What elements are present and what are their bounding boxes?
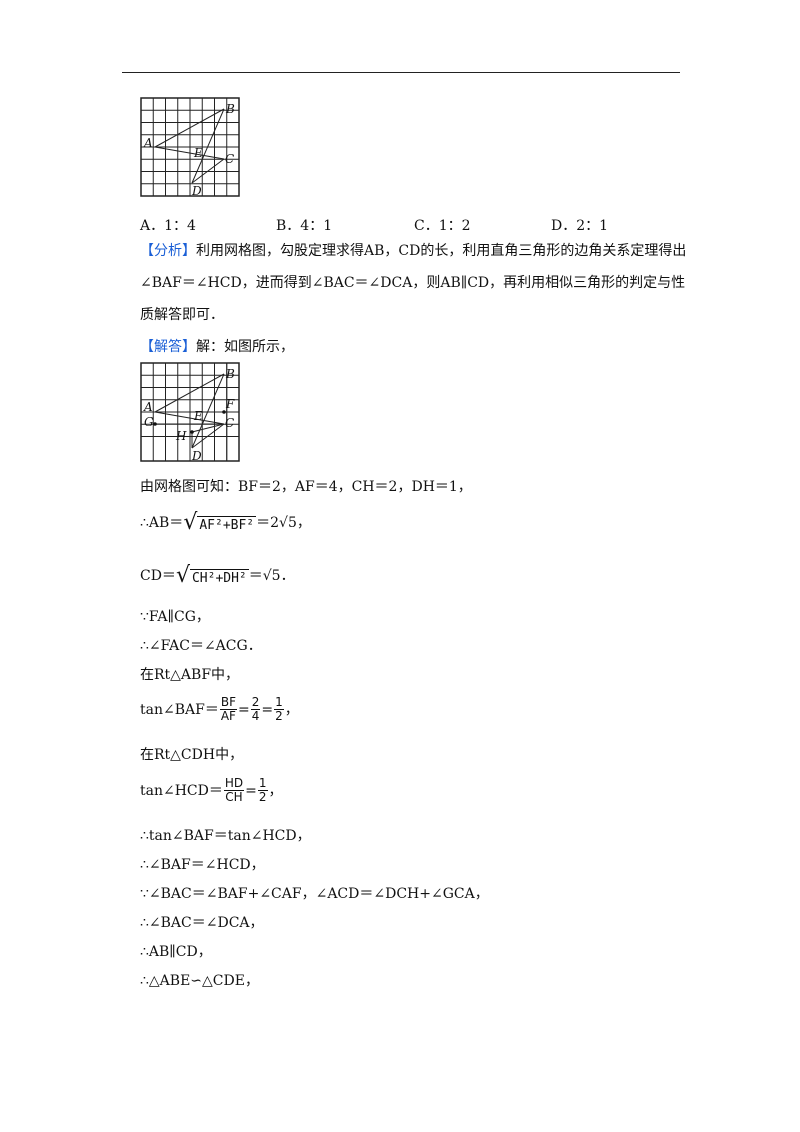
label2-A: A [143,400,153,414]
step-ab-length: ∴AB＝ √AF²+BF² ＝2√5， [140,512,311,534]
step-rt-abf: 在Rt△ABF中， [140,667,240,683]
step-ab-suffix: ＝2√5， [256,515,311,531]
frac-num: 2 [250,695,261,711]
frac-den: CH [225,790,243,805]
comma: ， [284,701,299,718]
sqrt-cd: √CH²+DH² [175,563,249,588]
option-c[interactable]: C．1：2 [414,218,471,234]
label-B: B [225,102,235,116]
analysis-text-1: 利用网格图，勾股定理求得AB，CD的长，利用直角三角形的边角关系定理得出 [196,243,687,259]
frac-num: 1 [257,776,268,792]
frac-num: BF [219,695,237,711]
option-d[interactable]: D．2：1 [551,218,609,234]
solution-header: 【解答】解：如图所示， [140,340,294,354]
step-ab-prefix: ∴AB＝ [140,515,184,531]
step-rt-cdh: 在Rt△CDH中， [140,747,244,763]
label2-G: G [144,415,154,429]
step-bac-dca: ∴∠BAC＝∠DCA， [140,915,264,931]
label-E: E [193,146,203,160]
analysis-tag: 【分析】 [140,243,196,259]
label2-F: F [225,397,235,411]
frac-num: HD [223,776,245,792]
option-a[interactable]: A．1：4 [140,218,196,234]
step-parallel-fa-cg: ∵FA∥CG， [140,609,210,625]
step-cd-length: CD＝ √CH²+DH² ＝√5． [140,565,295,587]
equals-sign: = [237,701,250,718]
label-A: A [143,136,153,150]
equals-sign: = [261,701,274,718]
step-ab-parallel-cd: ∴AB∥CD， [140,944,212,960]
frac-den: 2 [258,790,267,805]
header-rule [122,72,680,73]
step-tan-equal: ∴tan∠BAF＝tan∠HCD， [140,828,311,844]
step-angle-sum: ∵∠BAC＝∠BAF+∠CAF，∠ACD＝∠DCH+∠GCA， [140,886,489,902]
label2-C: C [225,416,234,430]
label2-H: H [175,429,187,443]
sqrt-ab-radicand: AF²+BF² [197,516,257,534]
analysis-line-2: ∠BAF＝∠HCD，进而得到∠BAC＝∠DCA，则AB∥CD，再利用相似三角形的… [140,275,686,291]
step-similar-triangles: ∴△ABE∽△CDE， [140,973,259,989]
step-angle-equal: ∴∠BAF＝∠HCD， [140,857,265,873]
step-cd-suffix: ＝√5． [248,568,295,584]
label2-B: B [225,367,235,381]
solution-intro: 解：如图所示， [196,339,294,355]
label-D: D [191,184,202,198]
tan-hcd-prefix: tan∠HCD＝ [140,782,223,799]
step-angle-fac: ∴∠FAC＝∠ACG． [140,638,262,654]
comma: ， [268,782,283,799]
grid-figure-2: B A F E G C H D [140,362,240,463]
solution-tag: 【解答】 [140,339,196,355]
analysis-line-1: 【分析】利用网格图，勾股定理求得AB，CD的长，利用直角三角形的边角关系定理得出 [140,244,686,258]
label2-E: E [193,409,203,423]
equals-sign: = [245,782,257,799]
frac-den: AF [220,709,236,724]
tan-baf-prefix: tan∠BAF＝ [140,701,219,718]
label2-D: D [191,449,202,463]
frac-num: 1 [274,695,284,711]
frac-den: 2 [275,709,283,724]
label-C: C [225,152,234,166]
frac-den: 4 [251,709,260,724]
grid-figure-1: B A E C D [140,97,240,198]
analysis-line-3: 质解答即可． [140,307,224,323]
option-b[interactable]: B．4：1 [276,218,333,234]
sqrt-ab: √AF²+BF² [183,510,257,535]
step-grid-facts: 由网格图可知：BF＝2，AF＝4，CH＝2，DH＝1， [140,479,472,495]
sqrt-cd-radicand: CH²+DH² [189,569,249,587]
step-cd-prefix: CD＝ [140,568,176,584]
